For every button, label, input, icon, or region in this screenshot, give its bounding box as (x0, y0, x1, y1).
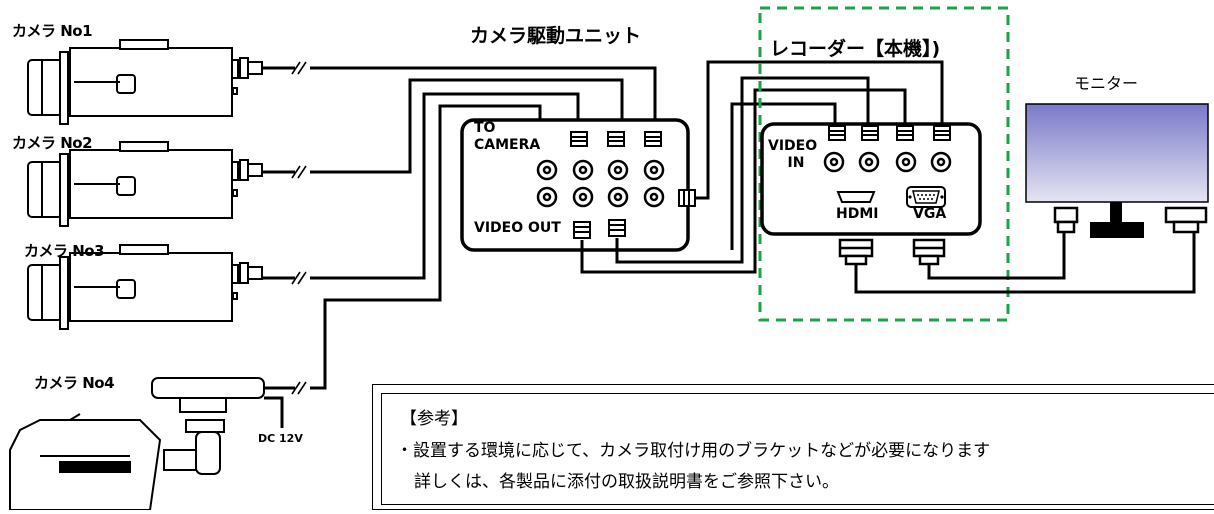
drive-unit-title: カメラ駆動ユニット (470, 25, 642, 47)
power-lead-icon (264, 396, 284, 428)
camera-no3-icon (27, 244, 263, 330)
recorder-box (760, 122, 982, 236)
recorder-title: レコーダー【本機】) (770, 38, 941, 60)
camera-no4-label: カメラ No4 (34, 374, 115, 392)
hdmi-label: HDMI (836, 206, 879, 222)
monitor-label: モニター (1074, 74, 1139, 93)
to-camera-label: TO CAMERA (474, 120, 541, 153)
camera-no1-label: カメラ No1 (12, 22, 93, 40)
vga-label: VGA (913, 206, 947, 222)
camera-no3-label: カメラ No3 (24, 242, 105, 260)
vga-port-icon (906, 186, 946, 208)
cable-break-icons (291, 61, 307, 395)
drive-unit-box (460, 118, 696, 252)
reference-note-inner: 【参考】 ・設置する環境に応じて、カメラ取付け用のブラケットなどが必要になります… (381, 393, 1214, 505)
note-heading: 【参考】 (400, 409, 468, 429)
camera-no2-icon (27, 141, 263, 227)
monitor-icon (1025, 103, 1209, 238)
camera-no1-icon (27, 39, 263, 125)
camera-cables (262, 66, 657, 390)
power-label: DC 12V (258, 432, 303, 445)
camera-no4-icon (9, 377, 265, 511)
note-line-2: 詳しくは、各製品に添付の取扱説明書をご参照下さい。 (414, 472, 839, 492)
camera-no2-label: カメラ No2 (12, 134, 93, 152)
hdmi-port-icon (836, 191, 876, 203)
video-cables (580, 60, 944, 274)
recorder-highlight-border (758, 6, 1010, 322)
video-out-label: VIDEO OUT (474, 220, 561, 236)
reference-note: 【参考】 ・設置する環境に応じて、カメラ取付け用のブラケットなどが必要になります… (372, 384, 1214, 510)
video-in-label: VIDEO IN (768, 138, 818, 171)
display-plugs (838, 206, 1208, 266)
display-cables (854, 232, 1196, 294)
note-line-1: ・設置する環境に応じて、カメラ取付け用のブラケットなどが必要になります (396, 441, 991, 461)
